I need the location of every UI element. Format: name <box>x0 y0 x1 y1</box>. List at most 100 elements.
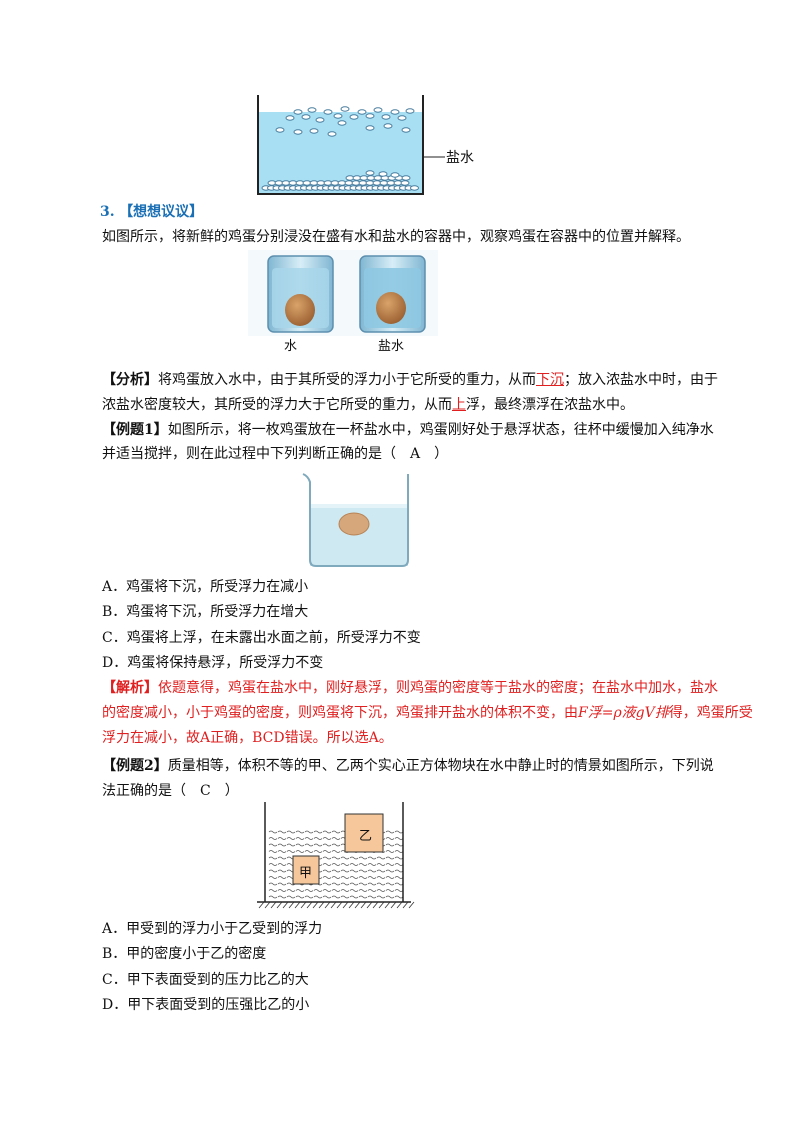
water-wave-mark <box>331 850 341 853</box>
water-wave-mark <box>340 889 350 892</box>
water-wave-mark <box>385 863 395 866</box>
water-wave-mark <box>394 843 404 847</box>
floor-hatch <box>342 901 349 909</box>
floor-hatch <box>306 901 313 909</box>
floor-hatch <box>288 901 295 909</box>
solution-label: 【解析】 <box>102 680 158 696</box>
salt-particle <box>307 107 317 113</box>
water-wave-mark <box>277 889 287 892</box>
water-wave-mark <box>358 882 368 886</box>
example1-label: 【例题1】 <box>102 422 168 438</box>
floor-hatch <box>378 901 385 909</box>
section3-number: 3. <box>100 204 115 220</box>
salt-particle <box>333 113 343 119</box>
salt-particle <box>275 127 285 133</box>
salt-particle <box>357 109 367 115</box>
water-wave-mark <box>394 876 404 879</box>
salt-particle <box>365 125 375 131</box>
water-wave-mark <box>358 856 368 860</box>
water-wave-mark <box>358 895 368 899</box>
floor-hatch <box>312 901 319 909</box>
water-wave-mark <box>322 876 332 879</box>
water-wave-mark <box>268 869 278 873</box>
water-wave-mark <box>295 837 305 840</box>
solution-line-2: 的密度减小，小于鸡蛋的密度，则鸡蛋将下沉，鸡蛋排开盐水的体积不变，由F浮=ρ液g… <box>102 705 753 721</box>
floor-hatch <box>258 901 265 909</box>
water-wave-mark <box>376 889 386 892</box>
salt-particle <box>337 120 347 126</box>
answer-blank-sink: 下沉 <box>536 372 564 388</box>
water-wave-mark <box>268 876 278 879</box>
salt-particle <box>327 131 337 137</box>
saltwater-label: 盐水 <box>446 150 474 166</box>
salt-particle <box>365 113 375 119</box>
water-wave-mark <box>376 882 386 886</box>
water-wave-mark <box>394 889 404 892</box>
water-wave-mark <box>385 895 395 899</box>
beaker-caption-saltwater: 盐水 <box>378 339 405 354</box>
example1-option-b: B．鸡蛋将下沉，所受浮力在增大 <box>102 604 309 620</box>
floor-hatch <box>276 901 283 909</box>
block-jia-label: 甲 <box>299 866 313 881</box>
water-wave-mark <box>277 856 287 860</box>
water-wave-mark <box>295 830 305 834</box>
salt-particle <box>390 109 400 115</box>
water-wave-mark <box>367 882 377 886</box>
water-wave-mark <box>385 843 395 847</box>
water-wave-mark <box>385 830 395 834</box>
water-wave-mark <box>331 830 341 834</box>
water-wave-mark <box>340 856 350 860</box>
water-wave-mark <box>358 863 368 866</box>
water-wave-mark <box>268 830 278 834</box>
water-wave-mark <box>295 850 305 853</box>
blocks-figure <box>257 802 415 909</box>
water-wave-mark <box>340 869 350 873</box>
water-wave-mark <box>349 876 359 879</box>
water-wave-mark <box>331 882 341 886</box>
salt-particle <box>293 109 303 115</box>
water-wave-mark <box>322 850 332 853</box>
water-wave-mark <box>322 869 332 873</box>
water-wave-mark <box>304 843 314 847</box>
floor-hatch <box>324 901 331 909</box>
floor-hatch <box>360 901 367 909</box>
water-wave-mark <box>277 863 287 866</box>
section3-heading: 3. 【想想议议】 <box>100 202 203 222</box>
salt-particle <box>309 128 319 134</box>
buoyancy-formula: F浮=ρ液gV排 <box>578 705 669 721</box>
water-wave-mark <box>304 830 314 834</box>
water-wave-mark <box>349 869 359 873</box>
water-wave-mark <box>376 869 386 873</box>
water-wave-mark <box>313 895 323 899</box>
solution-line-1: 【解析】依题意得，鸡蛋在盐水中，刚好悬浮，则鸡蛋的密度等于盐水的密度；在盐水中加… <box>102 680 718 696</box>
water-wave-mark <box>322 843 332 847</box>
water-wave-mark <box>295 843 305 847</box>
salt-particle <box>301 114 311 120</box>
water-wave-mark <box>268 863 278 866</box>
water-wave-mark <box>340 876 350 879</box>
water-wave-mark <box>295 889 305 892</box>
salt-particle <box>365 170 375 176</box>
solution-line-3: 浮力在减小，故A正确，BCD错误。所以选A。 <box>102 730 393 746</box>
salt-particle <box>390 172 400 178</box>
analysis-line-1: 【分析】将鸡蛋放入水中，由于其所受的浮力小于它所受的重力，从而下沉；放入浓盐水中… <box>102 372 718 388</box>
water-wave-mark <box>295 895 305 899</box>
water-wave-mark <box>376 863 386 866</box>
example1-option-d: D．鸡蛋将保持悬浮，所受浮力不变 <box>102 655 324 671</box>
water-wave-mark <box>358 876 368 879</box>
section3-title: 【想想议议】 <box>119 204 204 220</box>
water-wave-mark <box>268 856 278 860</box>
water-wave-mark <box>268 837 278 840</box>
water-wave-mark <box>322 830 332 834</box>
example1-option-c: C．鸡蛋将上浮，在未露出水面之前，所受浮力不变 <box>102 630 421 646</box>
water-wave-mark <box>277 843 287 847</box>
saltwater-figure <box>257 95 445 195</box>
analysis-line-2: 浓盐水密度较大，其所受的浮力大于它所受的重力，从而上浮，最终漂浮在浓盐水中。 <box>102 397 634 413</box>
water-wave-mark <box>313 889 323 892</box>
water-wave-mark <box>349 863 359 866</box>
water-wave-mark <box>340 882 350 886</box>
salt-particle <box>285 115 295 121</box>
floor-hatch <box>348 901 355 909</box>
water-wave-mark <box>367 895 377 899</box>
example2-option-a: A．甲受到的浮力小于乙受到的浮力 <box>102 921 323 937</box>
